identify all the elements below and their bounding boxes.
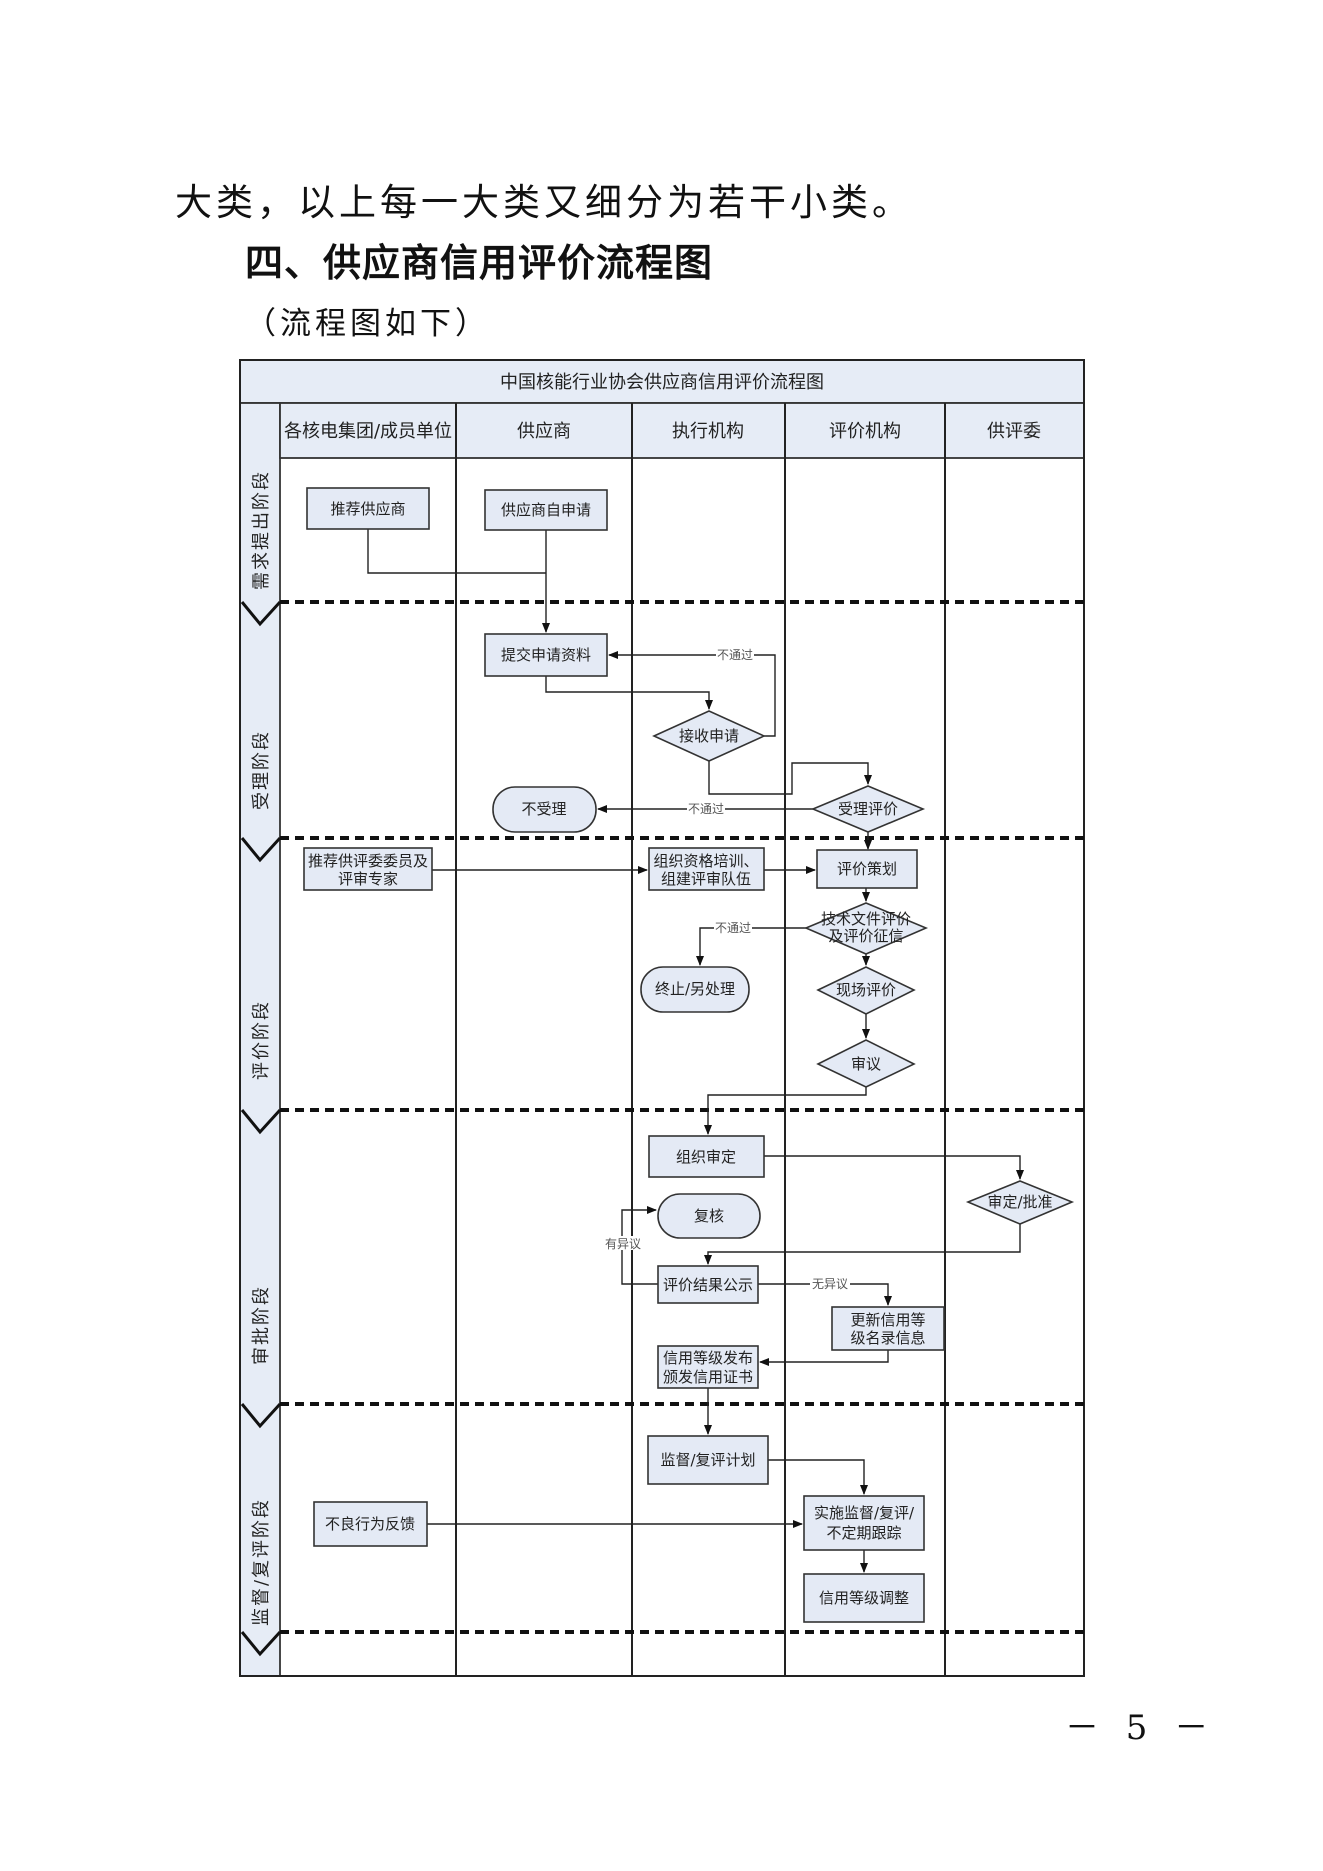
connector xyxy=(704,1087,867,1135)
node-label: 受理评价 xyxy=(838,800,898,818)
edge-label: 无异议 xyxy=(812,1277,848,1291)
node-label: 审定/批准 xyxy=(987,1193,1052,1211)
phase-label: 受理阶段 xyxy=(251,730,272,810)
edge-label: 不通过 xyxy=(717,648,753,662)
node-label: 接收申请 xyxy=(679,727,739,745)
lane-header: 各核电集团/成员单位 xyxy=(284,421,452,442)
lane-header-row xyxy=(279,402,1085,459)
node-label: 监督/复评计划 xyxy=(660,1451,755,1469)
node-label: 复核 xyxy=(694,1207,724,1225)
connector xyxy=(704,1224,1021,1265)
flowchart-title: 中国核能行业协会供应商信用评价流程图 xyxy=(500,372,824,393)
subheading: （流程图如下） xyxy=(245,306,490,342)
node-label: 终止/另处理 xyxy=(655,980,735,998)
node-label: 级名录信息 xyxy=(850,1329,925,1347)
node-label: 推荐供评委委员及 xyxy=(308,852,428,870)
edge-label: 不通过 xyxy=(715,921,751,935)
phase-label: 审批阶段 xyxy=(251,1285,272,1365)
phase-label: 需求提出阶段 xyxy=(251,470,272,590)
node-label: 审议 xyxy=(851,1055,881,1073)
connector xyxy=(367,529,546,574)
node-deliberation: 审议 xyxy=(816,1039,916,1088)
node-submit-materials: 提交申请资料 xyxy=(484,633,608,677)
node-label: 信用等级调整 xyxy=(819,1589,909,1607)
node-label: 组建评审队伍 xyxy=(661,870,751,888)
connector xyxy=(708,761,872,795)
node-label: 组织资格培训、 xyxy=(653,852,758,870)
node-label: 推荐供应商 xyxy=(330,500,405,518)
node-label: 不受理 xyxy=(521,800,566,818)
node-label: 不定期跟踪 xyxy=(826,1524,901,1542)
page-number: － 5 － xyxy=(1065,1708,1217,1748)
node-misconduct-feedback: 不良行为反馈 xyxy=(313,1501,428,1547)
node-label: 提交申请资料 xyxy=(501,646,591,664)
node-acceptance-review: 受理评价 xyxy=(810,785,926,833)
node-receive-application: 接收申请 xyxy=(652,710,766,762)
connector xyxy=(545,676,713,710)
node-implement-supervision: 实施监督/复评/ 不定期跟踪 xyxy=(803,1495,925,1551)
node-label: 评价结果公示 xyxy=(663,1276,753,1294)
edge-label: 不通过 xyxy=(688,802,724,816)
paragraph-tail: 大类，以上每一大类又细分为若干小类。 xyxy=(175,181,913,224)
node-label: 现场评价 xyxy=(836,981,896,999)
connector-no-objection xyxy=(758,1283,892,1306)
node-update-registry: 更新信用等 级名录信息 xyxy=(831,1306,945,1351)
phase-label: 监督/复评阶段 xyxy=(251,1498,272,1626)
node-self-apply: 供应商自申请 xyxy=(484,489,608,531)
node-recommend-experts: 推荐供评委委员及 评审专家 xyxy=(303,847,433,891)
node-eval-planning: 评价策划 xyxy=(816,849,918,889)
node-organize-review: 组织审定 xyxy=(648,1135,765,1178)
phase-chevron-icon xyxy=(240,1108,282,1135)
node-adjust-grade: 信用等级调整 xyxy=(803,1573,925,1623)
node-terminate: 终止/另处理 xyxy=(640,966,750,1013)
phase-label: 评价阶段 xyxy=(251,1000,272,1080)
phase-chevron-icon xyxy=(240,1402,282,1429)
node-label: 组织审定 xyxy=(676,1148,736,1166)
node-supervision-plan: 监督/复评计划 xyxy=(647,1435,769,1485)
node-publish-grade: 信用等级发布 颁发信用证书 xyxy=(657,1345,759,1389)
lane-header: 供评委 xyxy=(987,421,1041,442)
node-recheck: 复核 xyxy=(657,1193,761,1239)
flowchart-frame xyxy=(239,359,1085,1677)
node-label: 实施监督/复评/ xyxy=(814,1504,915,1522)
node-label: 评价策划 xyxy=(837,860,897,878)
connector-fail xyxy=(608,651,776,737)
node-publicize: 评价结果公示 xyxy=(657,1265,759,1304)
phase-chevron-icon xyxy=(240,1630,282,1657)
connector xyxy=(764,1155,1024,1180)
connector xyxy=(768,1459,868,1495)
lane-header: 评价机构 xyxy=(829,421,901,442)
node-not-accepted: 不受理 xyxy=(492,786,597,833)
node-tech-eval: 技术文件评价 及评价征信 xyxy=(803,902,929,955)
lane-header: 供应商 xyxy=(517,421,571,442)
node-onsite-eval: 现场评价 xyxy=(816,966,916,1015)
node-label: 及评价征信 xyxy=(828,927,903,945)
node-recommend-supplier: 推荐供应商 xyxy=(306,487,430,530)
edge-label: 有异议 xyxy=(605,1237,641,1251)
phase-chevron-icon xyxy=(240,836,282,863)
node-approve: 审定/批准 xyxy=(965,1180,1075,1225)
phase-chevron-icon xyxy=(240,600,282,627)
node-label: 供应商自申请 xyxy=(501,501,591,519)
lane-header: 执行机构 xyxy=(672,421,744,442)
node-label: 评审专家 xyxy=(338,870,398,888)
node-label: 颁发信用证书 xyxy=(663,1368,753,1386)
connector-fail xyxy=(696,927,806,966)
node-label: 更新信用等 xyxy=(850,1311,925,1329)
connector xyxy=(759,1350,889,1366)
node-label: 信用等级发布 xyxy=(663,1349,753,1367)
node-label: 技术文件评价 xyxy=(821,910,911,928)
node-label: 不良行为反馈 xyxy=(325,1515,415,1533)
section-heading: 四、供应商信用评价流程图 xyxy=(245,241,714,285)
node-training: 组织资格培训、 组建评审队伍 xyxy=(648,847,765,891)
